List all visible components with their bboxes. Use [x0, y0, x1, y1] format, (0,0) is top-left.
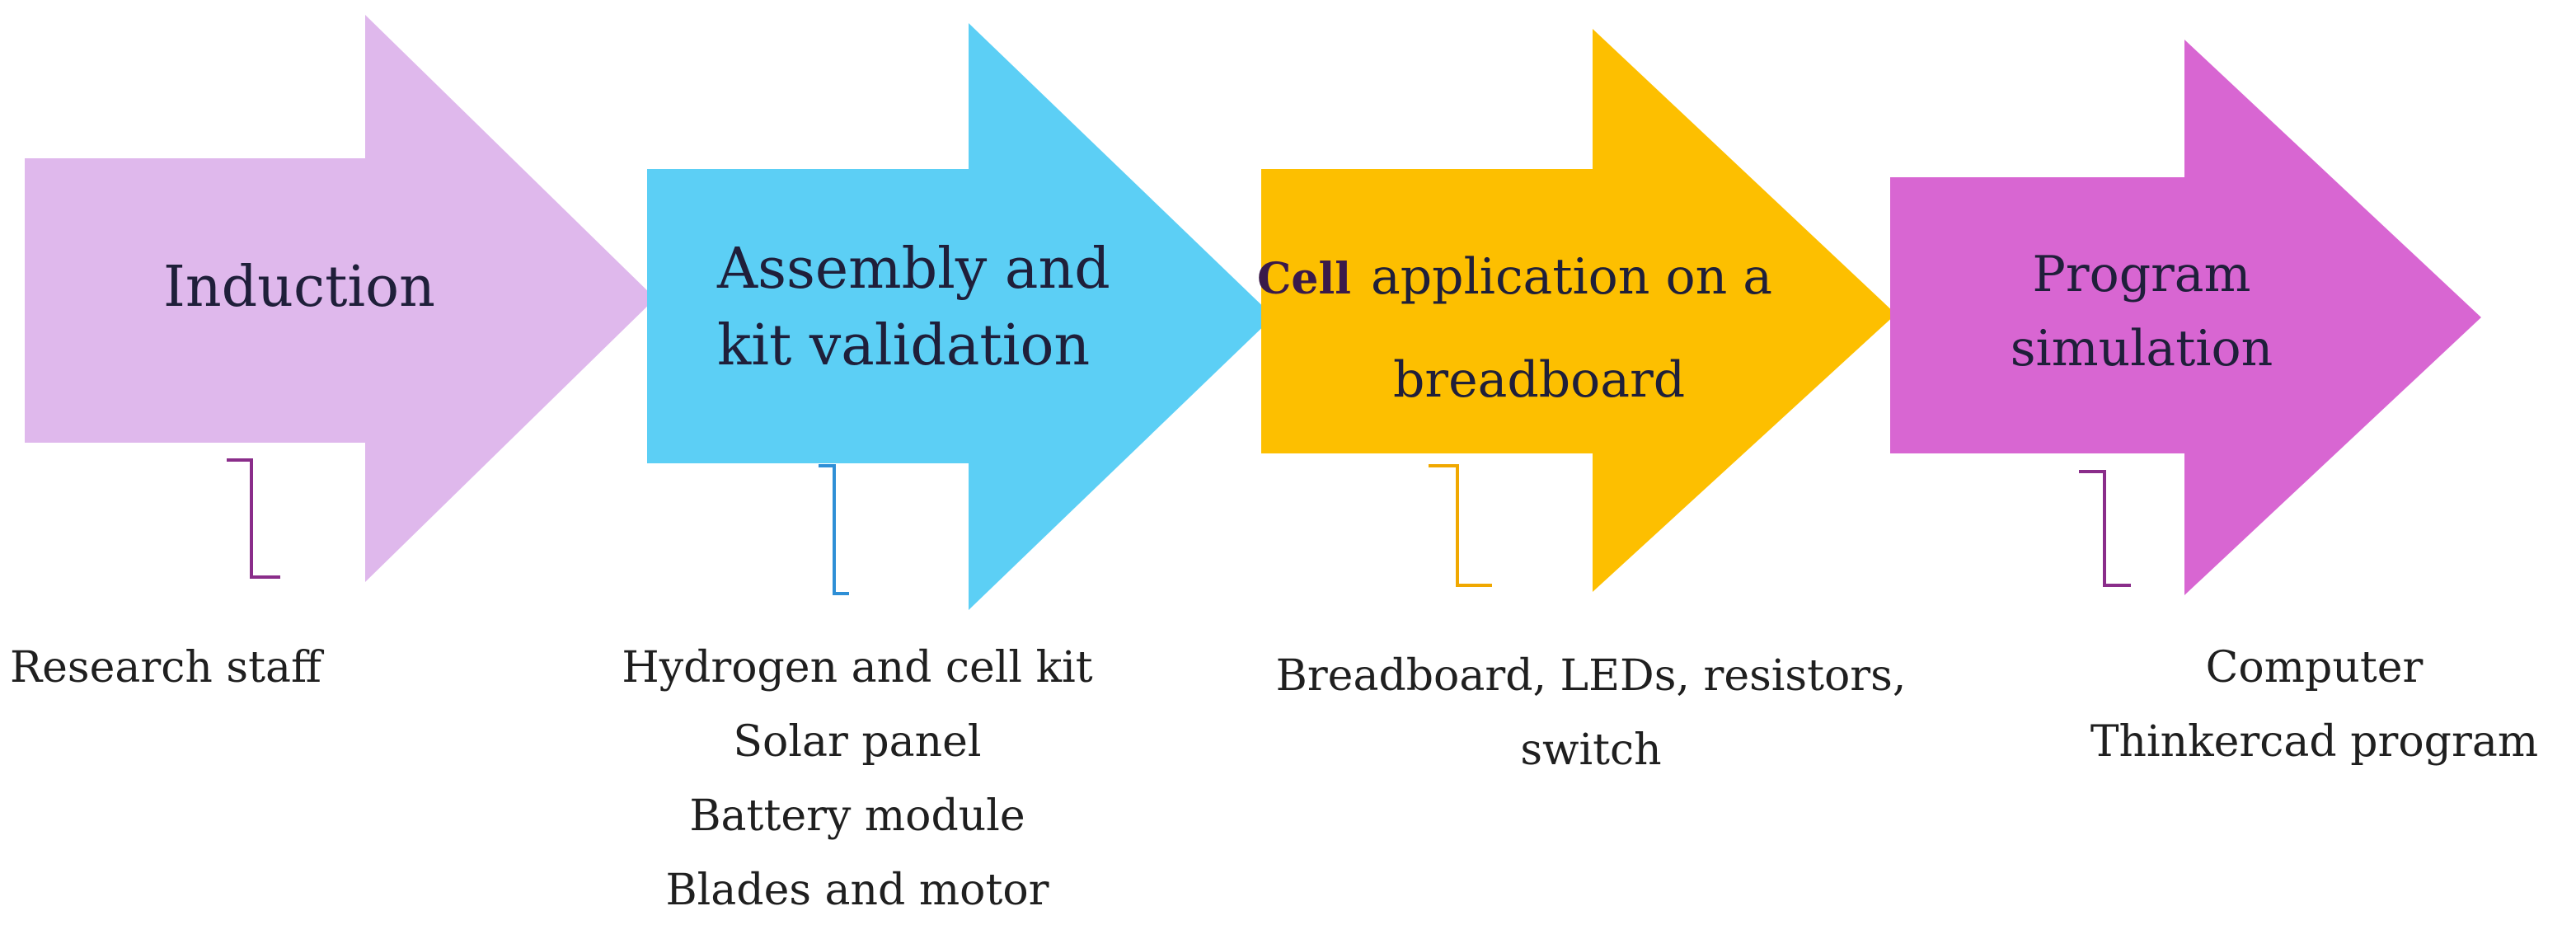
resources-induction: Research staff [10, 631, 321, 705]
step-label-line: kit validation [717, 313, 1091, 378]
step-arrow-induction [25, 15, 655, 582]
step-arrow-simulation [1890, 40, 2481, 595]
step-label-assembly: Assembly and kit validation [717, 231, 1110, 384]
resource-item: Thinkercad program [2090, 717, 2539, 767]
step-label-line: Induction [163, 255, 435, 320]
bracket-induction [227, 458, 280, 579]
resource-item: Breadboard, LEDs, resistors, [1275, 651, 1907, 701]
resource-item: Research staff [10, 643, 321, 693]
step-label-induction: Induction [163, 251, 435, 324]
resource-item: Solar panel [733, 717, 982, 767]
step-label-lead-word: Cell [1257, 254, 1351, 304]
step-arrow-assembly [647, 23, 1274, 610]
bracket-simulation [2079, 470, 2131, 587]
step-label-breadboard: Cell application on a breadboard [1257, 227, 1772, 430]
bracket-assembly [819, 464, 849, 595]
resource-item: Computer [2205, 643, 2424, 693]
bracket-breadboard [1429, 464, 1492, 587]
step-label-line: Assembly and [717, 237, 1110, 302]
resources-breadboard: Breadboard, LEDs, resistors, switch [1236, 639, 1945, 787]
step-label-line: simulation [2010, 320, 2273, 378]
step-label-line: breadboard [1393, 351, 1686, 409]
resource-item: switch [1520, 725, 1662, 775]
resource-item: Hydrogen and cell kit [622, 643, 1093, 693]
resources-assembly: Hydrogen and cell kit Solar panel Batter… [577, 631, 1138, 927]
resources-simulation: Computer Thinkercad program [2057, 631, 2572, 779]
step-label-line: application on a [1370, 248, 1773, 306]
step-arrow-breadboard [1261, 29, 1896, 592]
step-label-line: Program [2032, 246, 2251, 303]
resource-item: Battery module [689, 791, 1025, 841]
resource-item: Blades and motor [665, 866, 1049, 915]
step-label-simulation: Program simulation [2010, 237, 2273, 386]
